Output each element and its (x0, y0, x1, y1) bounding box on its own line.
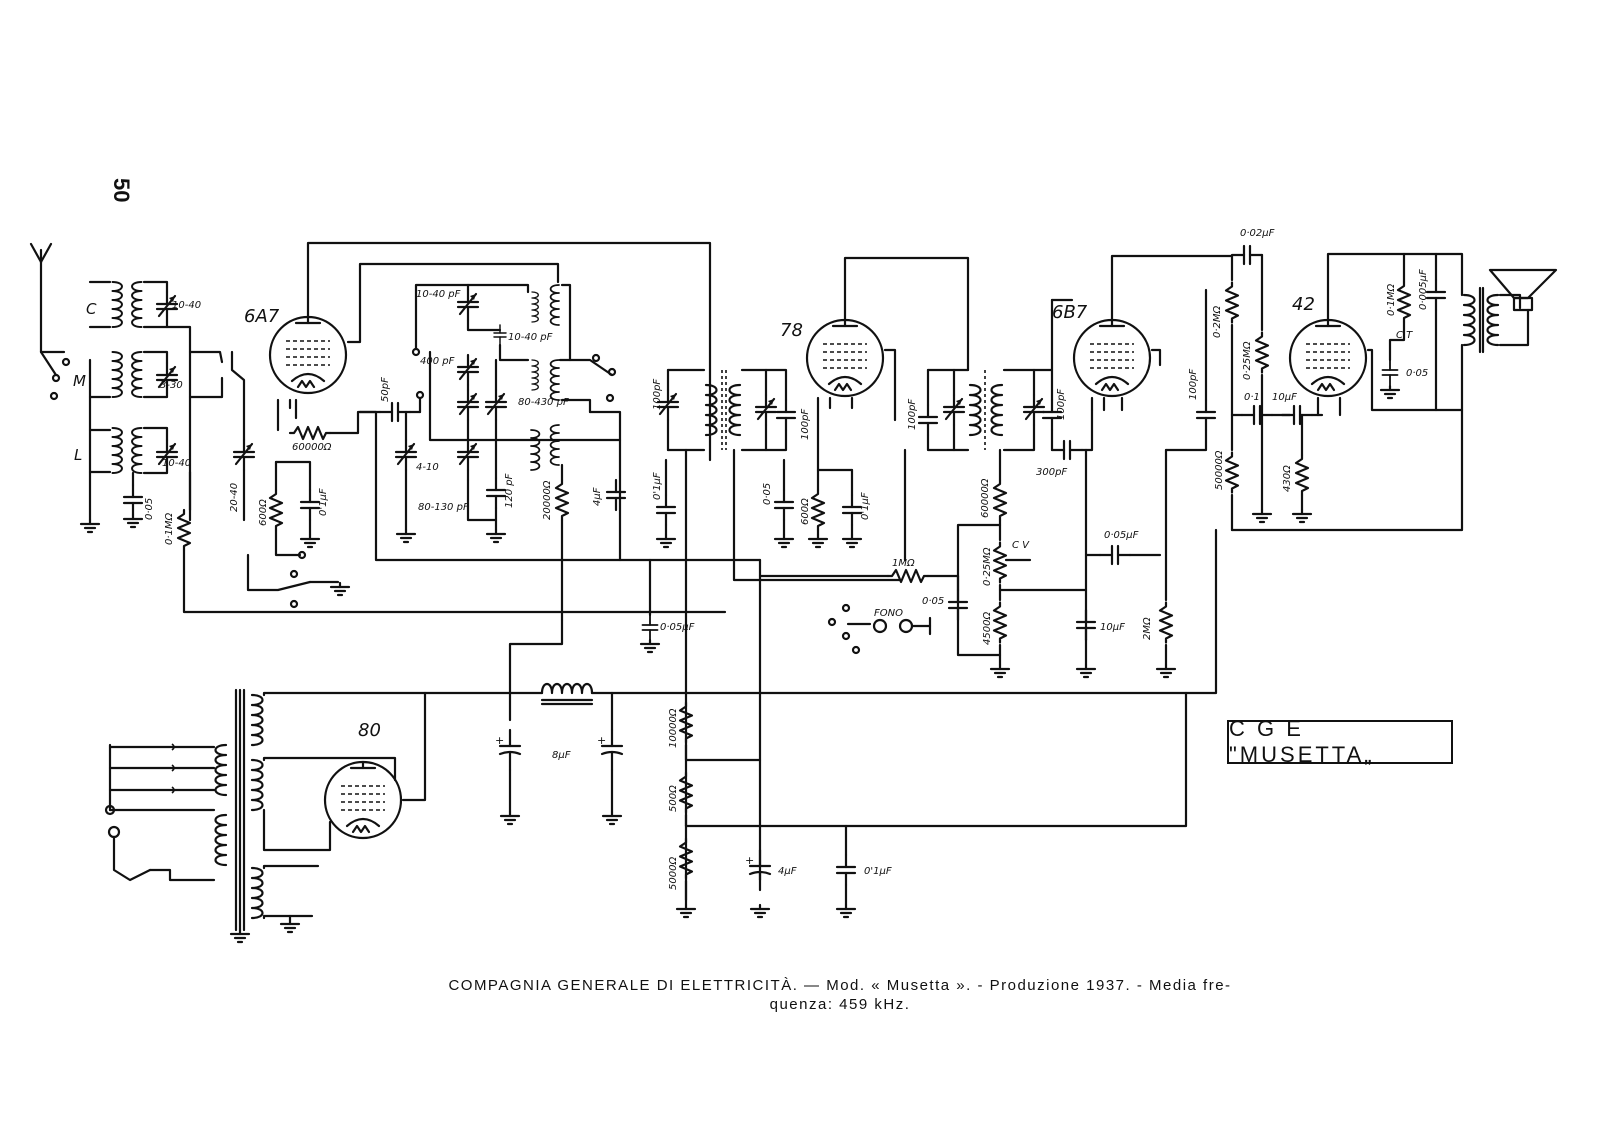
coil-label-l: L (74, 446, 82, 464)
label-c10uf2: 10μF (1272, 392, 1297, 403)
model-label-box: C G E "MUSETTA„ (1227, 716, 1453, 767)
label-r025m: 0·25MΩ (982, 547, 993, 586)
label-r01m: 0·1MΩ (164, 512, 175, 545)
label-r60000b: 60000Ω (980, 478, 991, 518)
label-r02m: 0·2MΩ (1212, 305, 1223, 338)
label-r500: 500Ω (668, 785, 679, 812)
tube-label-80: 80 (358, 720, 381, 741)
label-r10000: 10000Ω (668, 708, 679, 748)
label-r01m2: 0·1MΩ (1386, 283, 1397, 316)
cv-label: C V (1012, 540, 1030, 551)
coil-label-m: M (73, 372, 86, 390)
tube-label-6a7: 6A7 (244, 306, 280, 327)
power-transformer (214, 688, 264, 932)
label-c100pf3: 100pF (907, 399, 918, 430)
label-c400pf: 400 pF (420, 356, 455, 367)
label-c100pf4: 100pF (1056, 389, 1067, 420)
label-c1040pf2: 10-40 pF (508, 332, 553, 343)
label-c100pf: 100pF (652, 379, 663, 410)
label-r5000: 5000Ω (668, 857, 679, 890)
label-c2040: 20-40 (229, 483, 240, 512)
label-c100pf5: 100pF (1188, 369, 1199, 400)
label-c10uf: 10μF (1100, 622, 1125, 633)
caption-line-2: quenza: 459 kHz. (769, 996, 911, 1013)
label-c005uf: 0·05μF (660, 622, 695, 633)
label-c300pf: 300pF (1036, 467, 1067, 478)
coil-label-c: C (86, 300, 97, 318)
label-c50pf: 50pF (380, 377, 391, 402)
mains-tap-selector (104, 743, 216, 882)
tube-6a7 (268, 315, 348, 395)
label-c4uf2: 4μF (778, 866, 797, 877)
filter-choke (540, 682, 594, 706)
label-r20000: 20000Ω (542, 480, 553, 520)
label-c330: 3-30 (160, 380, 183, 391)
label-r60000: 60000Ω (292, 442, 332, 453)
label-c005c: 0·05 (922, 596, 944, 607)
tube-label-42: 42 (1292, 294, 1315, 315)
label-c01c: 0'1μF (860, 492, 871, 520)
label-c005a: 0·05 (144, 498, 155, 520)
ct-label: C T (1396, 330, 1413, 341)
label-c410: 4-10 (416, 462, 439, 473)
tube-6b7 (1072, 318, 1152, 398)
tone-switch (246, 550, 340, 609)
label-c100pf2: 100pF (800, 409, 811, 440)
tube-42 (1288, 318, 1368, 398)
tube-78 (805, 318, 885, 398)
label-r600a: 600Ω (258, 499, 269, 526)
label-c005e: 0·005μF (1418, 269, 1429, 310)
fono-label: FONO (874, 608, 903, 619)
label-r50000: 50000Ω (1214, 450, 1225, 490)
label-c005b: 0·05 (762, 483, 773, 505)
speaker-icon (1488, 268, 1558, 347)
tube-80 (323, 760, 403, 840)
label-r600b: 600Ω (800, 498, 811, 525)
label-r2m: 2MΩ (1142, 617, 1153, 640)
label-r1m: 1MΩ (892, 558, 915, 569)
label-c1040a: 10-40 (172, 300, 201, 311)
label-c80430: 80-430 pF (518, 397, 569, 408)
label-c005d: 0·05 (1406, 368, 1428, 379)
label-c120: 120 pF (504, 473, 515, 508)
label-c80130: 80-130 pF (418, 502, 469, 513)
tube-label-78: 78 (780, 320, 803, 341)
label-c01e: 0'1μF (864, 866, 892, 877)
label-c005uf2: 0·05μF (1104, 530, 1139, 541)
label-r430: 430Ω (1282, 465, 1293, 492)
label-c01b: 0'1μF (652, 472, 663, 500)
label-r4500: 4500Ω (982, 612, 993, 645)
antenna-icon (29, 242, 53, 354)
label-c8uf: 8μF (552, 750, 571, 761)
label-c1040b: 10-40 (162, 458, 191, 469)
label-r025m2: 0·25MΩ (1242, 341, 1253, 380)
phono-switch (827, 603, 932, 655)
label-c01d: 0·1 (1244, 392, 1260, 403)
label-c01a: 0'1μF (318, 488, 329, 516)
label-c4uf: 4μF (592, 487, 603, 506)
caption-line-1: COMPAGNIA GENERALE DI ELETTRICITÀ. — Mod… (448, 977, 1232, 994)
label-c1040pf: 10-40 pF (416, 289, 461, 300)
tube-label-6b7: 6B7 (1052, 302, 1088, 323)
osc-switch (558, 353, 617, 403)
caption: COMPAGNIA GENERALE DI ELETTRICITÀ. — Mod… (280, 976, 1400, 1014)
label-c002pf: 0·02μF (1240, 228, 1275, 239)
band-switch (39, 350, 71, 401)
